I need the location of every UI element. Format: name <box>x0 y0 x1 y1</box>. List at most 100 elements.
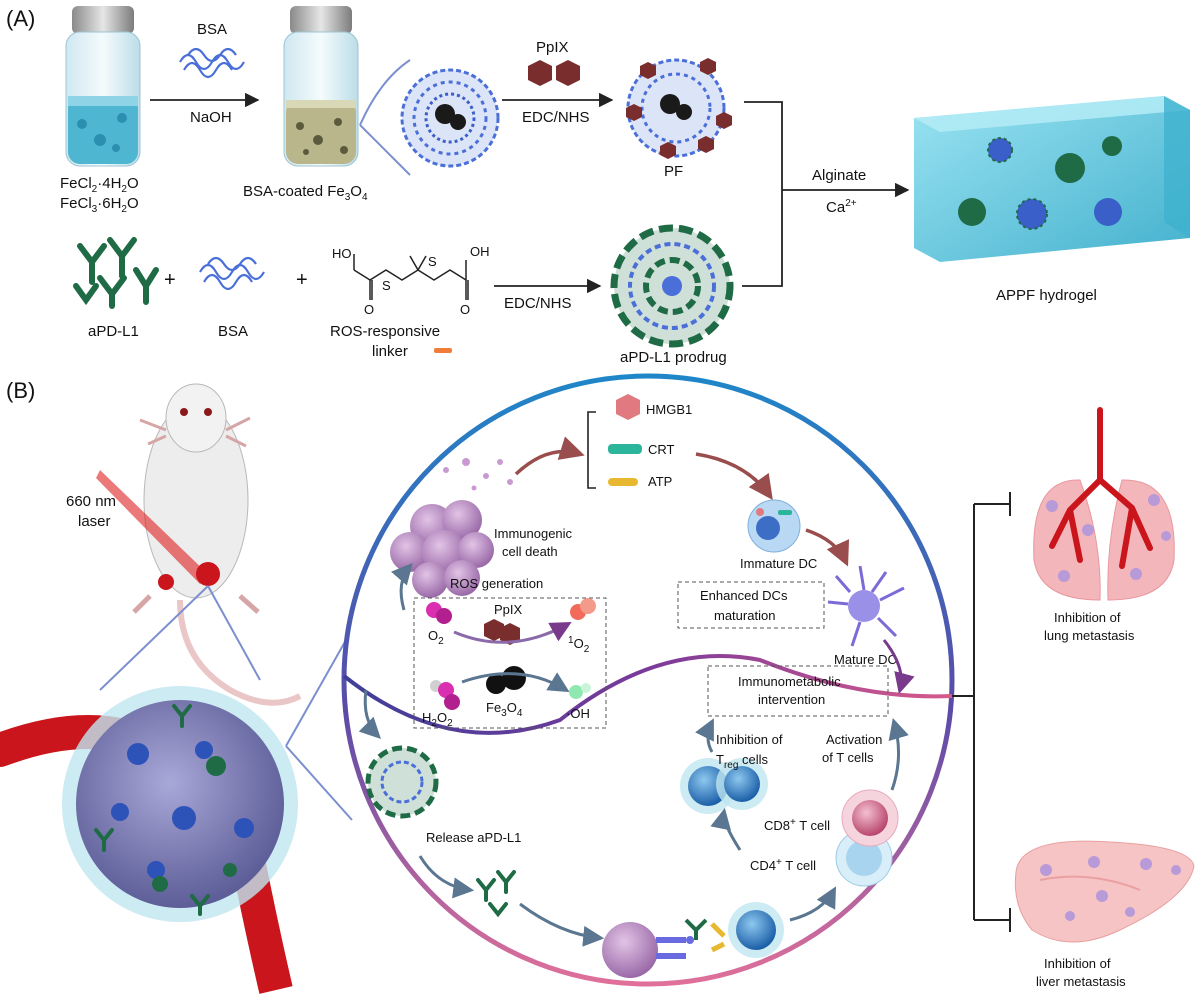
imi-label-2: intervention <box>758 692 825 707</box>
linker-ho: HO <box>332 246 352 261</box>
linker-oh: OH <box>470 244 490 259</box>
arrow-to-tumor-cell <box>519 902 605 947</box>
laser-label-2: laser <box>78 513 111 530</box>
lung-organ <box>1033 407 1175 601</box>
lung-label-1: Inhibition of <box>1054 610 1121 625</box>
singlet-oxygen-label: 1O2 <box>568 635 590 655</box>
o2-label: O2 <box>428 628 444 647</box>
tact-label-2: of T cells <box>822 750 874 765</box>
bsa-coated-fe3o4-label: BSA-coated Fe3O4 <box>243 183 368 203</box>
arrow-dc-maturation <box>805 528 850 567</box>
ros-linker-label-1: ROS-responsive <box>330 323 440 340</box>
mature-dc-cell <box>827 565 905 647</box>
panel-a-tag: (A) <box>6 6 35 31</box>
released-antibodies <box>476 870 516 918</box>
arrow-cd4-loop <box>710 807 742 851</box>
release-label: Release aPD-L1 <box>426 830 521 845</box>
panel-b-tag: (B) <box>6 378 35 403</box>
linker-o-right: O <box>460 302 470 317</box>
prodrug-label: aPD-L1 prodrug <box>620 349 727 366</box>
tact-label-1: Activation <box>826 732 882 747</box>
hydrogel-label: APPF hydrogel <box>996 287 1097 304</box>
prodrug-in-circle <box>365 745 439 819</box>
pf-nanoparticle <box>626 58 732 159</box>
ca-label: Ca2+ <box>826 198 857 216</box>
arrow-prodrug-release <box>358 689 381 739</box>
crt-label: CRT <box>648 442 675 457</box>
tumor-mass <box>62 686 298 922</box>
mechanism-circle <box>341 373 955 987</box>
tumor-site-1 <box>158 574 174 590</box>
imi-label-1: Immunometabolic <box>738 674 841 689</box>
outcome-bracket <box>952 492 1011 932</box>
cd8-label: CD8+ T cell <box>764 817 830 833</box>
plus-1: + <box>164 269 176 291</box>
liver-organ <box>1014 840 1195 943</box>
treg-label-1: Inhibition of <box>716 732 783 747</box>
apdl1-label: aPD-L1 <box>88 323 139 340</box>
arrow-hydroxyl <box>461 672 570 693</box>
ros-generation-label: ROS generation <box>450 576 543 591</box>
ppix-icon-b <box>484 619 520 645</box>
circle-zoom-lines <box>285 639 353 821</box>
arrow-tact-to-intervention <box>888 717 909 791</box>
arrow-damps-to-dc <box>695 452 773 501</box>
ros-linker-label-2: linker <box>372 343 408 360</box>
immature-dc-label: Immature DC <box>740 556 817 571</box>
h2o2-label: H2O2 <box>422 710 453 729</box>
ppix-label-b: PpIX <box>494 602 523 617</box>
tumor-cell-pdl1 <box>602 918 726 978</box>
ppix-label-a: PpIX <box>536 39 569 56</box>
arrow-to-cd4 <box>789 886 837 922</box>
linker-o-left: O <box>364 302 374 317</box>
treg-cells <box>680 758 768 814</box>
liver-label-2: liver metastasis <box>1036 974 1126 989</box>
laser-beam <box>96 470 210 584</box>
fecl3-label: FeCl3·6H2O <box>60 195 139 215</box>
icd-label-2: cell death <box>502 544 558 559</box>
cd8-t-cell <box>841 789 899 847</box>
hydroxyl-label: ·OH <box>566 706 590 721</box>
bsa-top-label: BSA <box>197 21 227 38</box>
crt-icon <box>608 444 642 454</box>
alginate-label: Alginate <box>812 167 866 184</box>
atp-label: ATP <box>648 474 672 489</box>
linker-legend-swatch <box>434 348 452 353</box>
ppix-molecules <box>528 60 580 86</box>
arrow-release <box>418 855 475 899</box>
appf-hydrogel-block <box>914 96 1190 262</box>
merge-lines <box>742 101 908 287</box>
liver-label-1: Inhibition of <box>1044 956 1111 971</box>
hmgb1-icon <box>616 394 640 420</box>
oxygen-molecule <box>426 602 452 624</box>
linker-s-right: S <box>428 254 437 269</box>
cd4-label: CD4+ T cell <box>750 857 816 873</box>
fecl2-label: FeCl2·4H2O <box>60 175 139 195</box>
arrow-treg-to-intervention <box>695 718 714 753</box>
bsa-protein-icon <box>179 47 245 79</box>
zoom-lines <box>359 59 411 176</box>
icd-tumor-cell <box>390 458 513 598</box>
fe3o4-label: Fe3O4 <box>486 700 523 719</box>
laser-label-1: 660 nm <box>66 493 116 510</box>
hydroxyl-radical <box>569 683 591 699</box>
bsa-protein-icon-2 <box>199 256 265 291</box>
tumor-zoom-lines <box>99 585 261 691</box>
yin-yang-wave <box>342 654 953 735</box>
enhanced-dc-box <box>677 581 825 629</box>
edc-nhs-label-1: EDC/NHS <box>522 109 590 126</box>
apdl1-prodrug-particle <box>610 224 734 348</box>
hmgb1-label: HMGB1 <box>646 402 692 417</box>
linker-s-left: S <box>382 278 391 293</box>
plus-2: + <box>296 269 308 291</box>
lung-label-2: lung metastasis <box>1044 628 1135 643</box>
singlet-oxygen-molecule <box>570 598 596 620</box>
enhanced-dc-label-2: maturation <box>714 608 775 623</box>
fe3o4-particle <box>486 666 526 694</box>
treg-label-2: Treg cells <box>716 752 769 771</box>
enhanced-dc-label-1: Enhanced DCs <box>700 588 788 603</box>
icd-label-1: Immunogenic <box>494 526 573 541</box>
bsa-bottom-label: BSA <box>218 323 248 340</box>
vial-precursor <box>65 6 141 167</box>
